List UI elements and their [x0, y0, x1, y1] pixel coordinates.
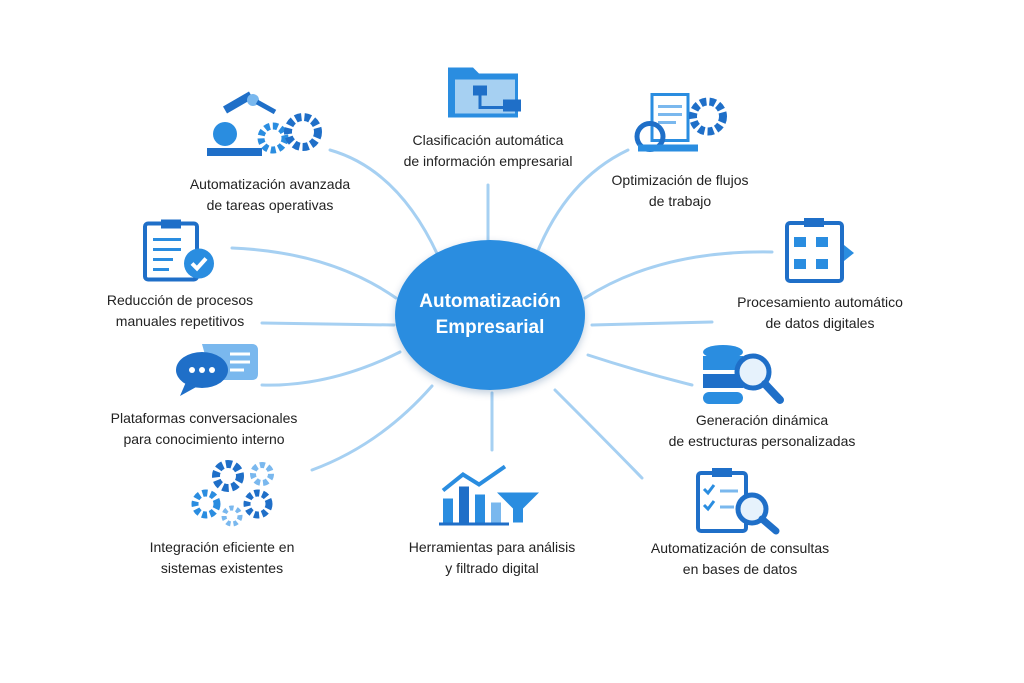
node-consultas: Automatización de consultas en bases de …	[651, 538, 829, 580]
link-5	[586, 353, 694, 387]
node-label-line2: de tareas operativas	[206, 197, 334, 213]
node-label-line1: Automatización avanzada	[189, 176, 351, 192]
node-generacion: Generación dinámica de estructuras perso…	[669, 410, 856, 452]
link-8	[310, 384, 434, 472]
node-herramientas: Herramientas para análisis y filtrado di…	[409, 537, 576, 579]
node-reduccion: Reducción de procesos manuales repetitiv…	[107, 290, 253, 332]
node-label-line2: manuales repetitivos	[115, 313, 245, 329]
node-label-line2: en bases de datos	[682, 561, 798, 577]
document-sync-gear-icon	[634, 93, 727, 152]
gears-icon	[191, 460, 274, 527]
node-label-line2: para conocimiento interno	[123, 431, 285, 447]
node-plataformas: Plataformas conversacionales para conoci…	[111, 408, 298, 450]
link-4b	[590, 320, 714, 327]
link-3	[533, 148, 630, 260]
link-4	[583, 250, 774, 300]
node-flujos-trabajo: Optimización de flujos de trabajo	[612, 170, 749, 212]
folder-flowchart-icon	[448, 67, 521, 118]
node-procesamiento: Procesamiento automático de datos digita…	[737, 292, 903, 334]
link-1	[328, 148, 442, 262]
node-label-line1: Plataformas conversacionales	[110, 410, 298, 426]
node-label-line2: sistemas existentes	[160, 560, 284, 576]
node-integracion: Integración eficiente en sistemas existe…	[150, 537, 295, 579]
node-label-line2: de trabajo	[648, 193, 712, 209]
node-label-line2: de datos digitales	[765, 315, 875, 331]
clipboard-check-icon	[143, 219, 214, 282]
link-10	[230, 246, 398, 300]
checklist-search-icon	[696, 468, 780, 535]
node-label-line1: Automatización de consultas	[650, 540, 830, 556]
node-label-line2: de estructuras personalizadas	[668, 433, 856, 449]
node-tareas-operativas: Automatización avanzada de tareas operat…	[190, 174, 350, 216]
database-search-icon	[703, 345, 784, 404]
node-label-line2: de información empresarial	[403, 153, 573, 169]
node-label-line1: Clasificación automática	[412, 132, 564, 148]
chart-funnel-icon	[439, 464, 539, 526]
link-9	[260, 350, 402, 387]
hub-title-line2: Empresarial	[435, 317, 545, 338]
link-6	[553, 388, 644, 480]
robot-arm-gears-icon	[207, 91, 322, 156]
node-label-line1: Integración eficiente en	[149, 539, 295, 555]
node-label-line1: Herramientas para análisis	[408, 539, 576, 555]
node-label-line1: Reducción de procesos	[106, 292, 254, 308]
clipboard-flowchart-icon	[785, 218, 854, 283]
link-10b	[260, 321, 396, 327]
node-clasificacion: Clasificación automática de información …	[404, 130, 573, 172]
node-label-line1: Procesamiento automático	[737, 294, 903, 310]
node-label-line2: y filtrado digital	[445, 560, 539, 576]
node-label-line1: Optimización de flujos	[611, 172, 749, 188]
central-topic: Automatización Empresarial	[395, 240, 585, 390]
hub-title-line1: Automatización	[419, 291, 561, 312]
node-label-line1: Generación dinámica	[695, 412, 829, 428]
chat-bubbles-icon	[176, 344, 258, 396]
